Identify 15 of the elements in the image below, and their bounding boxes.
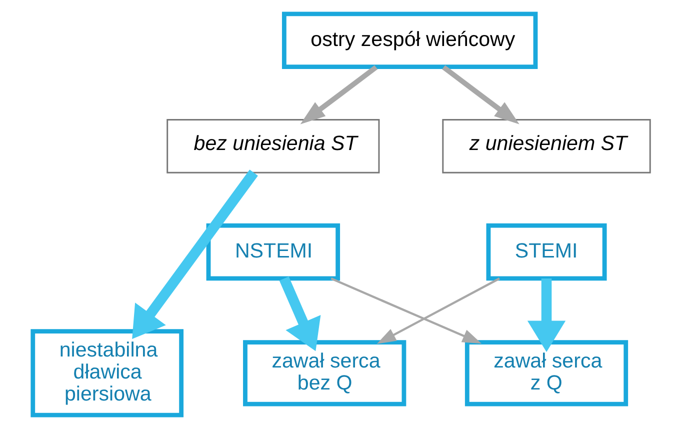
- arrow: [300, 65, 378, 124]
- arrow: [132, 170, 258, 340]
- node-box: bez uniesienia ST: [166, 118, 380, 174]
- arrow: [526, 278, 566, 352]
- node-box: niestabilna dławica piersiowa: [30, 329, 184, 418]
- node-box: STEMI: [486, 223, 606, 281]
- arrow: [442, 65, 519, 124]
- node-box: ostry zespół wieńcowy: [281, 12, 538, 69]
- node-box: zawał serca z Q: [464, 340, 628, 406]
- node-box: z uniesieniem ST: [442, 118, 650, 174]
- arrow: [376, 278, 500, 344]
- node-box: zawał serca bez Q: [242, 340, 406, 406]
- arrow: [278, 276, 320, 352]
- arrow: [330, 278, 482, 344]
- node-box: NSTEMI: [206, 223, 340, 281]
